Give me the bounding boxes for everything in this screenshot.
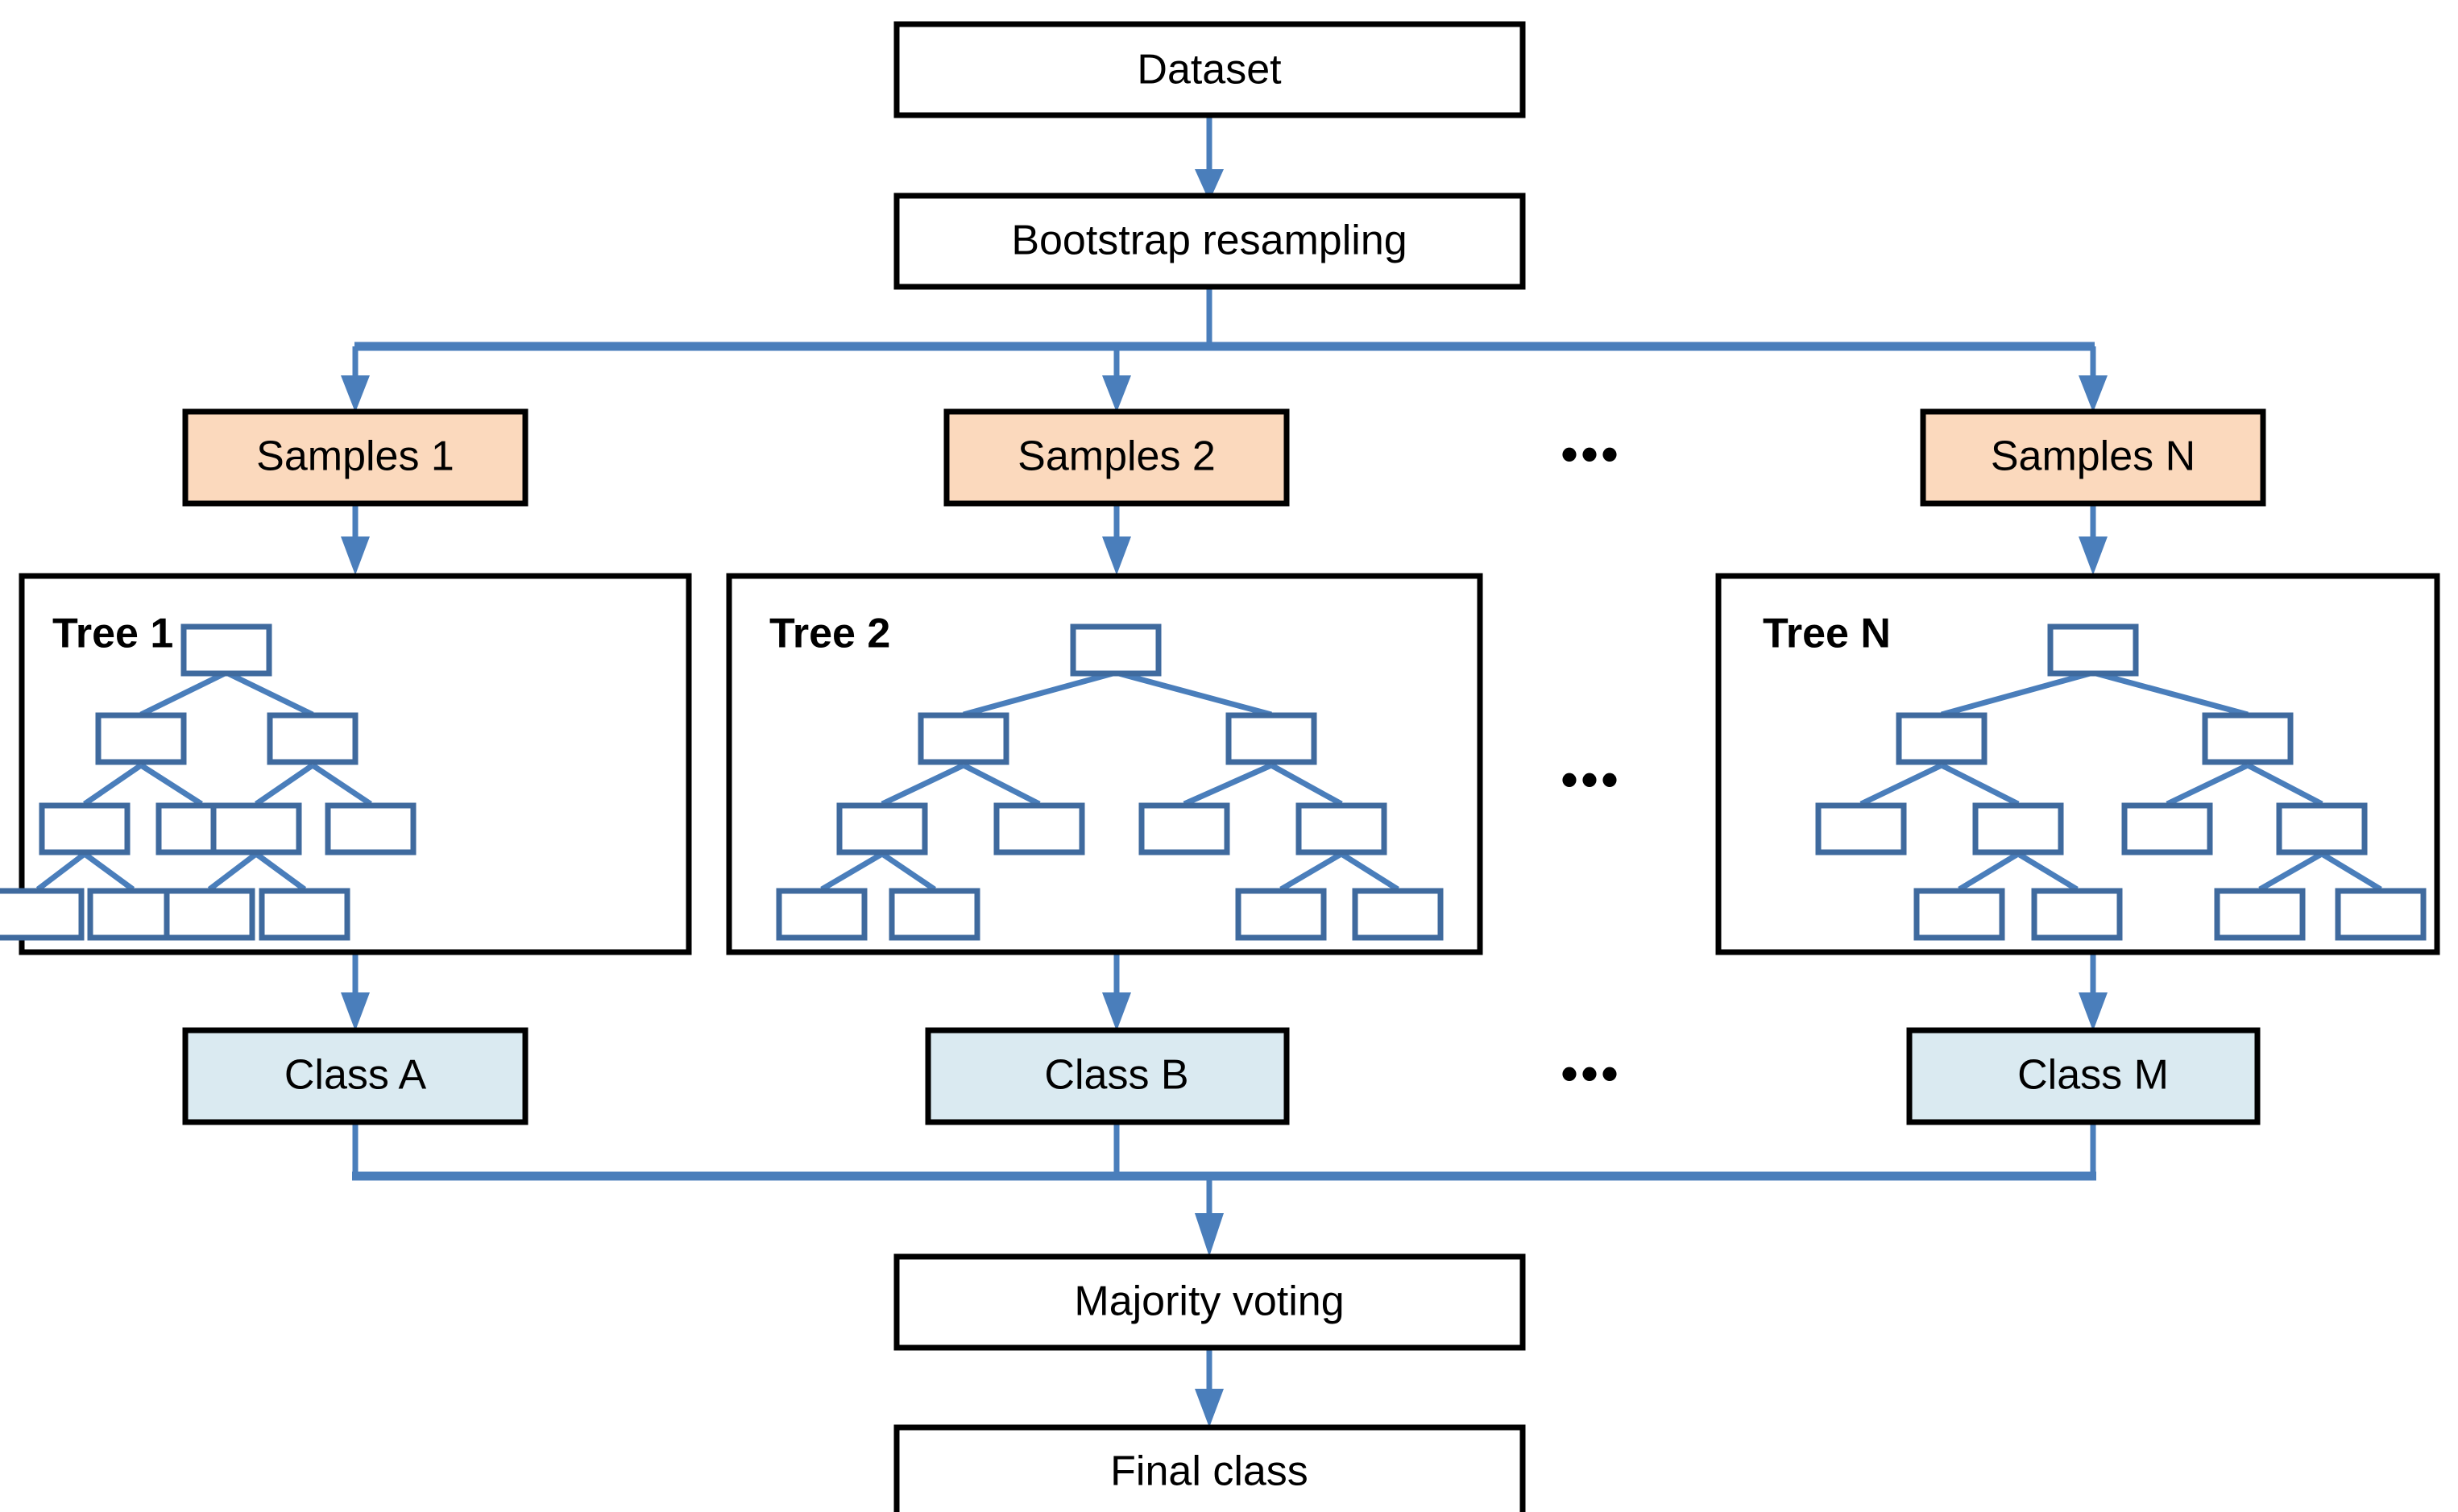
tree-leaf	[2335, 888, 2427, 941]
class-box-b[interactable]: Class B	[925, 1027, 1290, 1125]
connector-voting-to-final	[1195, 1347, 1224, 1427]
connector-samples1-to-tree1	[341, 503, 370, 575]
tree-node	[1972, 802, 2064, 855]
connector-tree2-to-classB	[1102, 952, 1131, 1031]
tree-n-title: Tree N	[1763, 611, 1891, 657]
tree-container-n[interactable]: Tree N	[1715, 573, 2440, 955]
tree-leaf	[0, 888, 85, 941]
tree-node	[325, 802, 417, 855]
samples-1-label: Samples 1	[256, 433, 454, 480]
samples-box-2[interactable]: Samples 2	[943, 408, 1290, 507]
dataset-box[interactable]: Dataset	[893, 21, 1526, 118]
tree-node	[918, 712, 1009, 765]
tree-node	[210, 802, 302, 855]
tree-leaf	[2214, 888, 2306, 941]
tree-leaf	[2031, 888, 2123, 941]
tree-node	[95, 712, 187, 765]
tree-leaf	[259, 888, 350, 941]
tree-node	[2202, 712, 2294, 765]
tree-node	[2121, 802, 2213, 855]
connector-dataset-to-bootstrap	[1195, 115, 1224, 201]
tree-node	[267, 712, 359, 765]
class-box-m[interactable]: Class M	[1906, 1027, 2261, 1125]
tree-node	[180, 623, 272, 677]
tree-container-2[interactable]: Tree 2	[726, 573, 1483, 955]
majority-voting-box[interactable]: Majority voting	[893, 1253, 1526, 1351]
tree-node	[1225, 712, 1317, 765]
samples-box-n[interactable]: Samples N	[1920, 408, 2266, 507]
final-class-label: Final class	[1110, 1448, 1308, 1495]
trees-row-ellipsis: •••	[1561, 752, 1621, 806]
samples-n-label: Samples N	[1991, 433, 2195, 480]
split-bus	[341, 342, 2108, 412]
connector-tree1-to-classA	[341, 952, 370, 1031]
tree-leaf	[889, 888, 980, 941]
tree-node	[1896, 712, 1988, 765]
tree-node	[1070, 623, 1162, 677]
classes-row-ellipsis: •••	[1561, 1046, 1621, 1100]
tree-node	[39, 802, 131, 855]
dataset-label: Dataset	[1137, 47, 1282, 93]
tree-node	[2276, 802, 2368, 855]
class-box-a[interactable]: Class A	[182, 1027, 528, 1125]
class-a-label: Class A	[284, 1052, 427, 1099]
tree-n-edges	[1859, 669, 2382, 893]
tree-1-title: Tree 1	[52, 611, 173, 657]
tree-2-title: Tree 2	[769, 611, 890, 657]
connector-treeN-to-classM	[2079, 952, 2108, 1031]
tree-1-edges	[35, 669, 372, 892]
tree-node	[1815, 802, 1907, 855]
tree-node	[836, 802, 928, 855]
tree-leaf	[164, 888, 255, 941]
tree-leaf	[87, 888, 179, 941]
tree-node	[1295, 802, 1387, 855]
connector-samplesN-to-treeN	[2079, 503, 2108, 575]
tree-leaf	[1235, 888, 1327, 941]
tree-leaf	[776, 888, 868, 941]
samples-row-ellipsis: •••	[1561, 427, 1621, 481]
samples-2-label: Samples 2	[1018, 433, 1216, 480]
tree-2-edges	[820, 669, 1399, 893]
class-b-label: Class B	[1044, 1052, 1188, 1099]
tree-leaf	[1352, 888, 1444, 941]
tree-node	[1138, 802, 1230, 855]
samples-box-1[interactable]: Samples 1	[182, 408, 528, 507]
tree-node	[993, 802, 1085, 855]
majority-voting-label: Majority voting	[1074, 1278, 1344, 1325]
final-class-box[interactable]: Final class	[893, 1424, 1526, 1512]
class-m-label: Class M	[2017, 1052, 2169, 1099]
merge-bus	[352, 1122, 2096, 1257]
tree-container-1[interactable]: Tree 1	[0, 573, 692, 955]
connector-samples2-to-tree2	[1102, 503, 1131, 575]
bootstrap-resampling-box[interactable]: Bootstrap resampling	[893, 193, 1526, 290]
tree-node	[2047, 623, 2139, 677]
bootstrap-resampling-label: Bootstrap resampling	[1011, 217, 1407, 264]
tree-leaf	[1913, 888, 2005, 941]
